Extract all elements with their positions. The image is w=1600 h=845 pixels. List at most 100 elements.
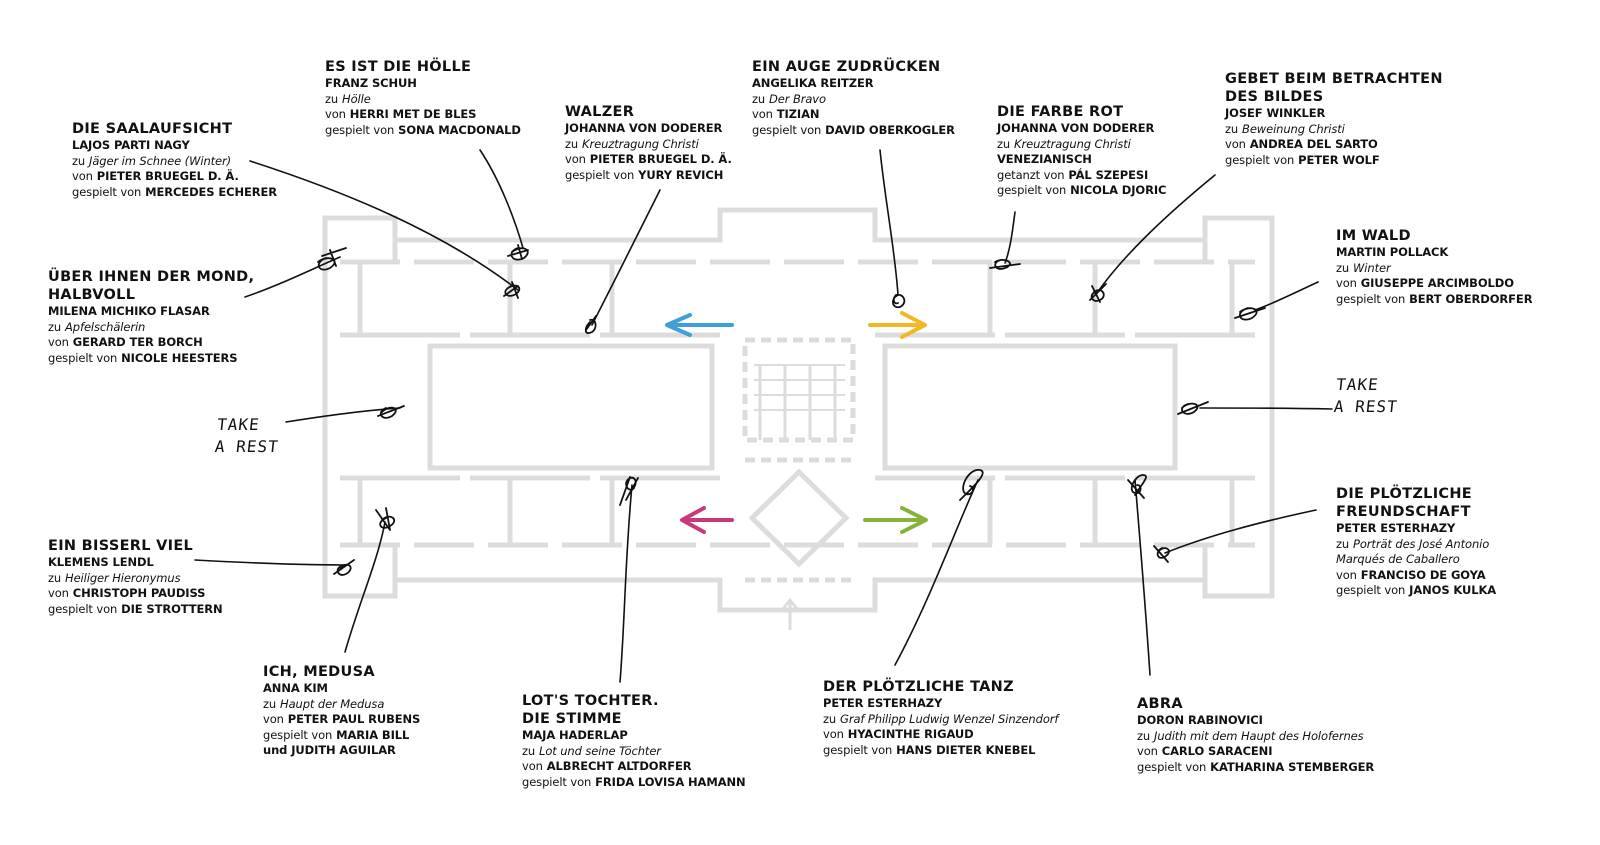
station-title: HALBVOLL bbox=[48, 287, 136, 303]
station-work-line: zu Jäger im Schnee (Winter) bbox=[72, 154, 277, 170]
station-performer: NICOLA DJORIC bbox=[1070, 183, 1167, 197]
work-prefix: zu bbox=[522, 743, 536, 758]
station-painter: GERARD TER BORCH bbox=[72, 335, 203, 349]
arrow-yellow bbox=[868, 311, 927, 339]
station-title: EIN AUGE ZUDRÜCKEN bbox=[752, 59, 941, 75]
station-painter: CARLO SARACENI bbox=[1161, 744, 1273, 758]
painter-prefix: von bbox=[325, 107, 346, 121]
station-painter: PIETER BRUEGEL D. Ä. bbox=[96, 169, 239, 183]
painter-prefix: getanzt von bbox=[997, 167, 1065, 182]
station-painter-line: von CARLO SARACENI bbox=[1137, 744, 1374, 760]
station-performer-line: gespielt von PETER WOLF bbox=[1225, 153, 1443, 169]
station-performer: HANS DIETER KNEBEL bbox=[896, 742, 1036, 757]
station-author: MARTIN POLLACK bbox=[1336, 245, 1449, 259]
painter-prefix: von bbox=[48, 586, 69, 600]
station-author: JOHANNA VON DODERER bbox=[997, 121, 1155, 135]
station-author: KLEMENS LENDL bbox=[48, 555, 154, 569]
station-painter: ANDREA DEL SARTO bbox=[1249, 137, 1378, 151]
painter-prefix: von bbox=[48, 335, 69, 349]
marker-hoelle bbox=[507, 244, 529, 261]
station-painter-line: von ALBRECHT ALTDORFER bbox=[522, 759, 746, 775]
station-performer-line: gespielt von BERT OBERDORFER bbox=[1336, 291, 1533, 308]
station-performer-line: gespielt von NICOLE HEESTERS bbox=[48, 351, 254, 367]
performer-prefix: gespielt von bbox=[263, 727, 333, 742]
station-performer-line: gespielt von JANOS KULKA bbox=[1336, 583, 1496, 599]
performer-prefix: gespielt von bbox=[48, 350, 118, 365]
arrow-green bbox=[863, 506, 928, 534]
station-title: DIE STIMME bbox=[522, 711, 622, 727]
station-performer: SONA MACDONALD bbox=[398, 122, 521, 137]
rest-line: A REST bbox=[213, 437, 280, 456]
station-title: ÜBER IHNEN DER MOND, bbox=[48, 269, 255, 285]
station-title: WALZER bbox=[565, 104, 635, 120]
station-painter-line: von TIZIAN bbox=[752, 107, 955, 123]
station-work: Judith mit dem Haupt des Holofernes bbox=[1154, 728, 1364, 743]
station-title: ES IST DIE HÖLLE bbox=[325, 59, 472, 75]
marker-rest-right bbox=[1177, 401, 1209, 415]
station-author: MILENA MICHIKO FLASAR bbox=[48, 304, 210, 318]
station-title: DES BILDES bbox=[1225, 89, 1324, 105]
station-work: Winter bbox=[1353, 260, 1391, 275]
station-title: DIE FARBE ROT bbox=[997, 104, 1124, 120]
station-work: Kreuztragung Christi bbox=[582, 136, 699, 151]
station-performer-line: gespielt von DAVID OBERKOGLER bbox=[752, 123, 955, 139]
marker-wald bbox=[1234, 307, 1266, 321]
work-prefix: zu bbox=[325, 91, 339, 106]
station-work-line: zu Beweinung Christi bbox=[1225, 122, 1443, 138]
station-work: Heiliger Hieronymus bbox=[65, 570, 181, 585]
work-prefix: zu bbox=[48, 319, 62, 334]
station-work-line: zu Hölle bbox=[325, 92, 521, 108]
station-title: ABRA bbox=[1137, 696, 1183, 712]
station-performer-line: gespielt von HANS DIETER KNEBEL bbox=[823, 743, 1058, 759]
station-painter-line: von GIUSEPPE ARCIMBOLDO bbox=[1336, 276, 1532, 292]
work-prefix: zu bbox=[1336, 536, 1350, 551]
station-work-line: Marqués de Caballero bbox=[1336, 552, 1496, 568]
station-work-line: zu Heiliger Hieronymus bbox=[48, 571, 223, 587]
painter-prefix: von bbox=[1225, 137, 1246, 151]
marker-rest-left bbox=[377, 405, 405, 419]
work-prefix: zu bbox=[1336, 260, 1350, 275]
marker-mond bbox=[317, 247, 347, 271]
station-painter: PÁL SZEPESI bbox=[1068, 167, 1149, 182]
station-work: Beweinung Christi bbox=[1242, 121, 1345, 136]
painter-prefix: von bbox=[72, 169, 93, 183]
station-painter: PETER PAUL RUBENS bbox=[287, 712, 421, 726]
station-performer-line: gespielt von YURY REVICH bbox=[565, 168, 732, 184]
station-title: FREUNDSCHAFT bbox=[1336, 504, 1471, 520]
performer-prefix: gespielt von bbox=[1336, 291, 1406, 306]
station-painter-line: von HERRI MET DE BLES bbox=[325, 107, 521, 123]
painter-prefix: von bbox=[522, 759, 543, 773]
station-work-line: zu Der Bravo bbox=[752, 92, 955, 108]
work-prefix: zu bbox=[263, 696, 277, 711]
station-performer: KATHARINA STEMBERGER bbox=[1210, 759, 1375, 774]
marker-saalaufsicht bbox=[503, 281, 521, 299]
station-work-line: zu Winter bbox=[1336, 261, 1532, 277]
performer-prefix: gespielt von bbox=[752, 122, 822, 137]
marker-abra bbox=[1127, 474, 1147, 499]
station-painter-line: von FRANCISO DE GOYA bbox=[1336, 568, 1496, 584]
station-author: DORON RABINOVICI bbox=[1137, 713, 1263, 727]
station-painter-line: von PETER PAUL RUBENS bbox=[263, 712, 420, 728]
station-performer-line: gespielt von DIE STROTTERN bbox=[48, 602, 223, 618]
building-plan bbox=[322, 207, 1275, 630]
station-painter-line: von CHRISTOPH PAUDISS bbox=[48, 586, 223, 602]
station-performer-line: gespielt von NICOLA DJORIC bbox=[997, 183, 1166, 199]
station-painter-line: von ANDREA DEL SARTO bbox=[1225, 137, 1443, 153]
arrow-magenta bbox=[680, 506, 734, 534]
work-prefix: zu bbox=[823, 711, 837, 726]
performer-prefix: gespielt von bbox=[1336, 583, 1406, 597]
station-painter-line: getanzt von PÁL SZEPESI bbox=[997, 168, 1166, 184]
station-extra: VENEZIANISCH bbox=[997, 152, 1092, 166]
station-author: FRANZ SCHUH bbox=[325, 76, 417, 90]
station-painter: TIZIAN bbox=[776, 107, 820, 121]
station-performer-line: gespielt von MARIA BILL bbox=[263, 728, 420, 744]
marker-bisserl bbox=[333, 559, 355, 576]
station-painter: PIETER BRUEGEL D. Ä. bbox=[589, 152, 732, 166]
work-prefix: zu bbox=[997, 136, 1011, 151]
performer-prefix: gespielt von bbox=[1225, 152, 1295, 167]
marker-freundschaft bbox=[1153, 545, 1170, 563]
station-work: Graf Philipp Ludwig Wenzel Sinzendorf bbox=[840, 711, 1059, 726]
